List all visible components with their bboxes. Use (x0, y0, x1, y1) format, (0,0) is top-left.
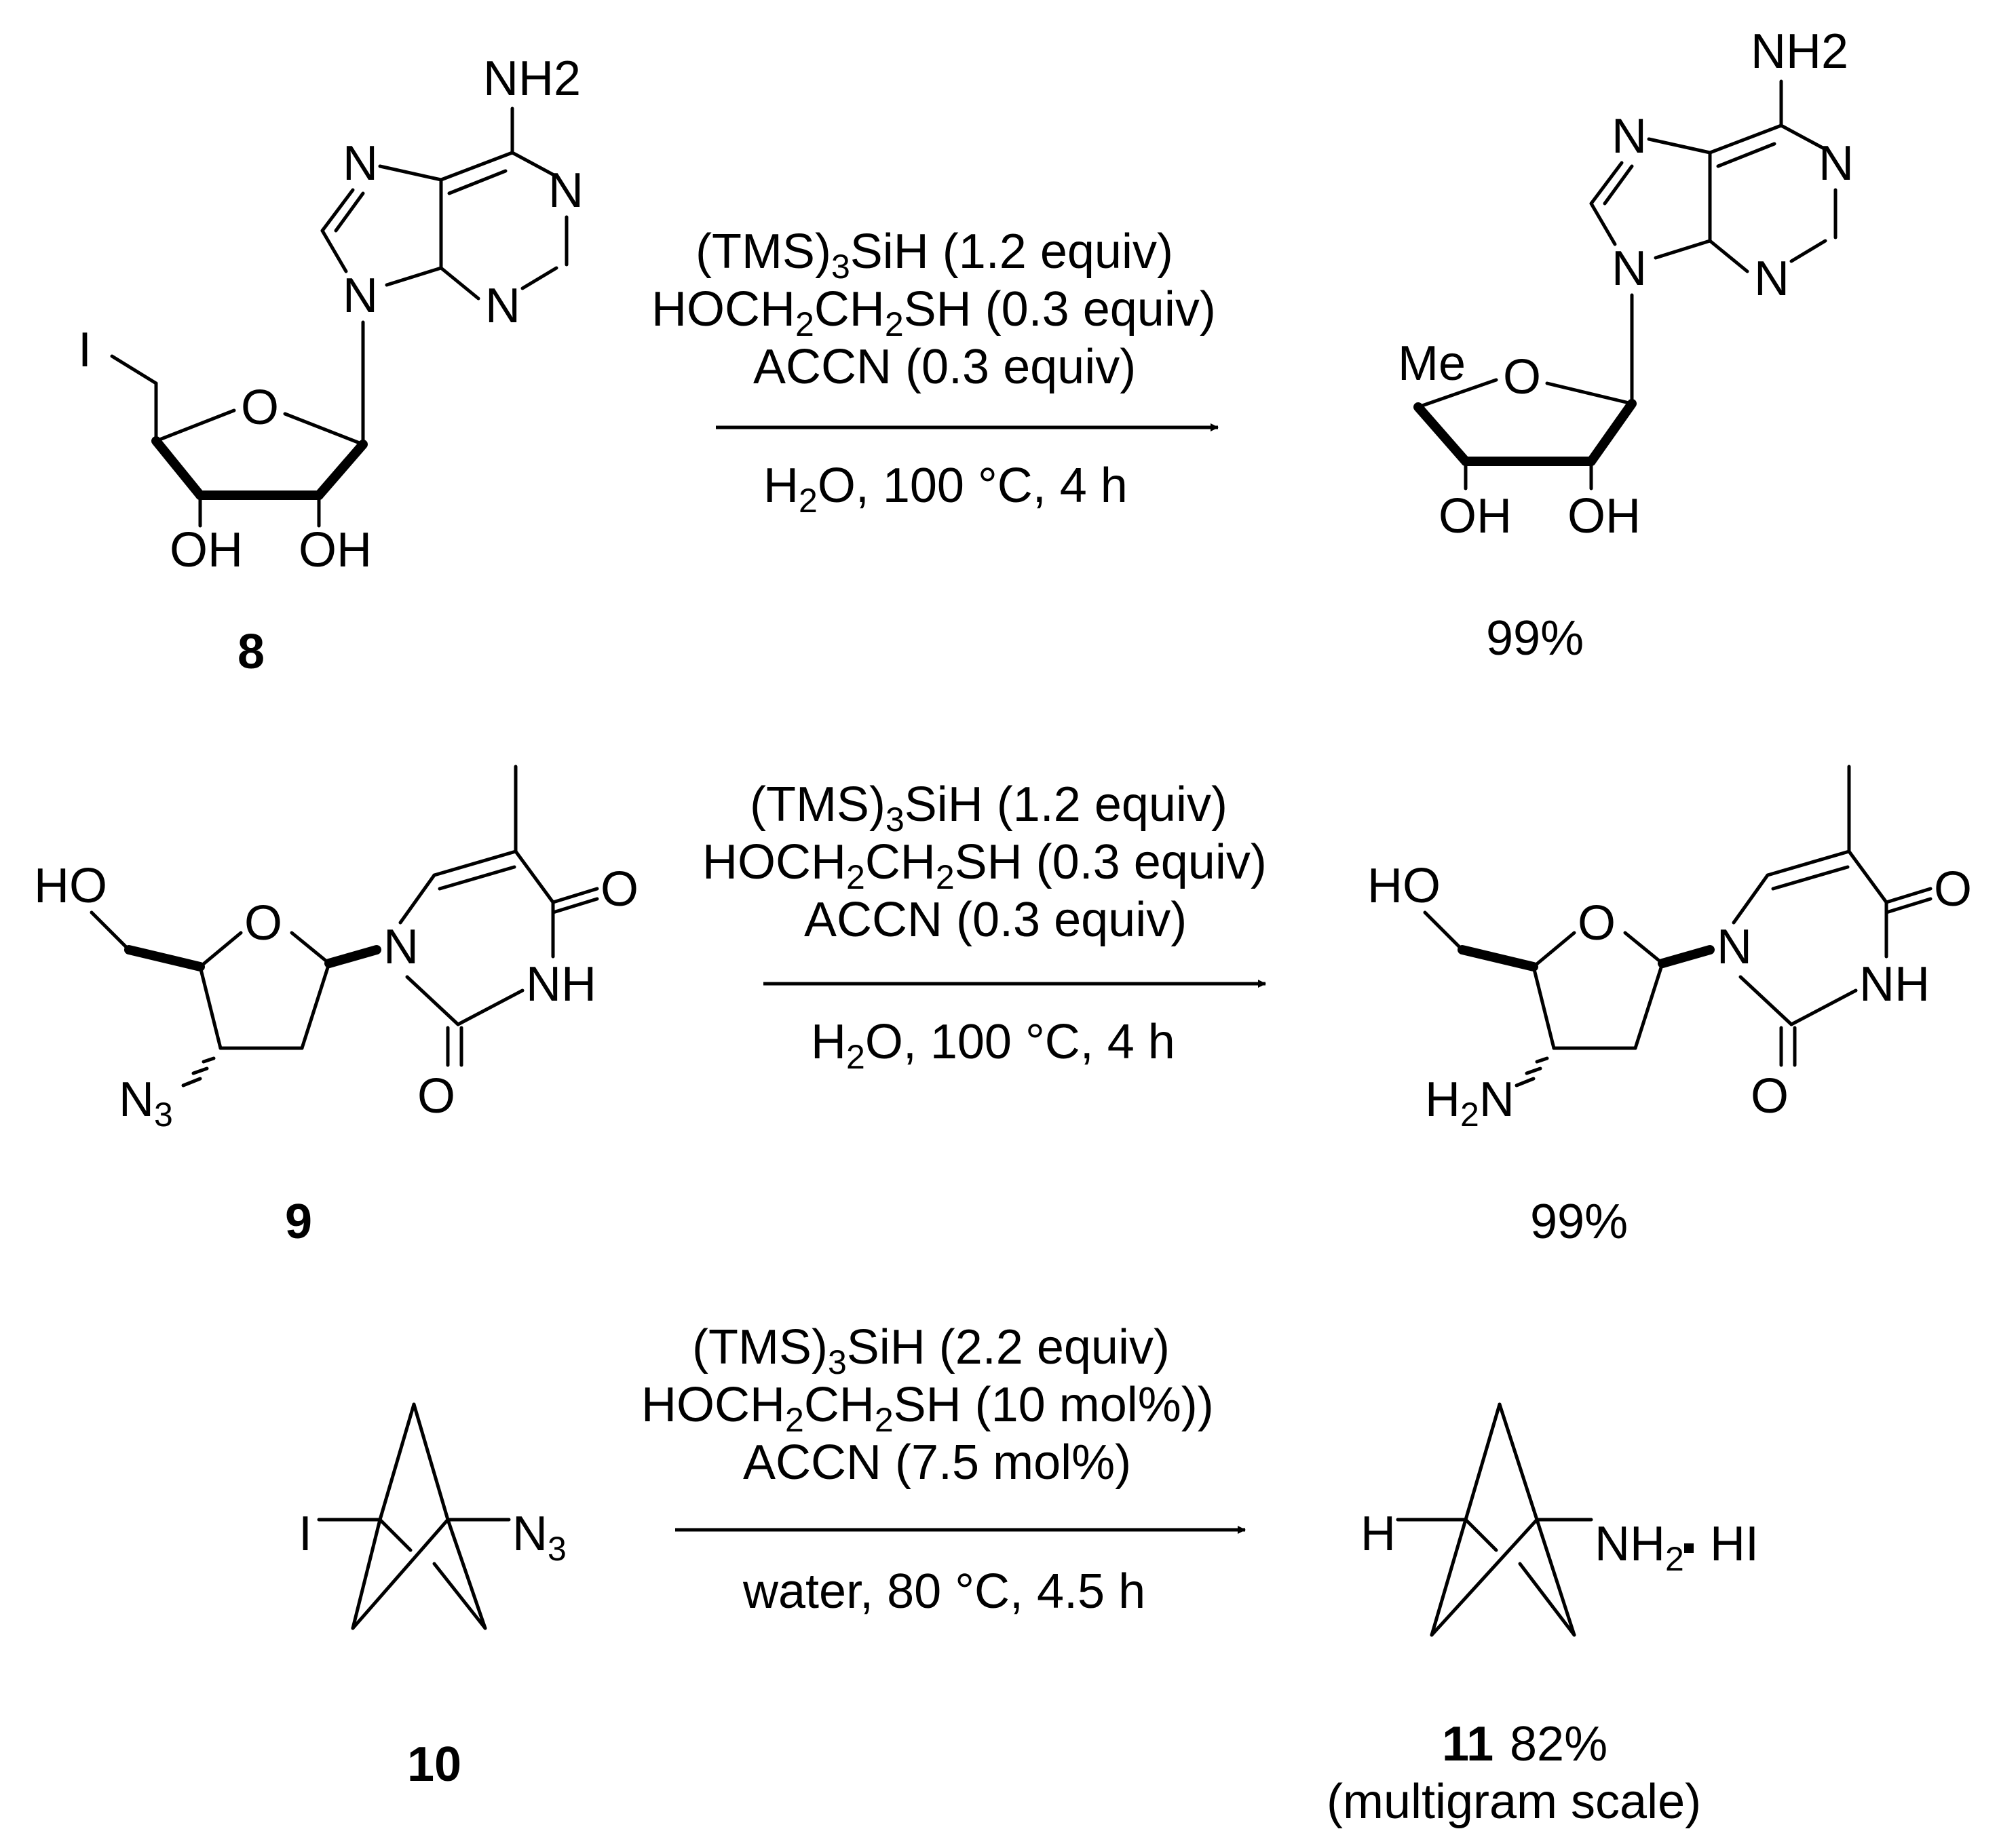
atom-o: O (417, 1069, 455, 1123)
condition-line: HOCH2CH2SH (0.3 equiv) (702, 835, 1267, 896)
atom-o: O (244, 896, 282, 950)
product-2-structure: HO O H2N N O NH O (1367, 765, 1972, 1134)
condition-below: H2O, 100 °C, 4 h (811, 1015, 1175, 1076)
atom-oh: OH (1567, 489, 1641, 543)
atom-n: N (1819, 136, 1854, 191)
atom-n: N (1717, 920, 1752, 974)
condition-line: HOCH2CH2SH (0.3 equiv) (651, 282, 1216, 343)
yield-1: 99% (1486, 611, 1584, 666)
condition-line: ACCN (0.3 equiv) (804, 893, 1187, 947)
atom-n3: N3 (512, 1507, 567, 1568)
atom-ho: HO (1367, 859, 1441, 913)
atom-ho: HO (34, 859, 107, 913)
yield-2: 99% (1530, 1195, 1628, 1249)
atom-n: N (343, 136, 378, 191)
compound-10-structure: I N3 (299, 1402, 567, 1630)
atom-n: N (343, 269, 378, 323)
atom-nh2: NH2 (1595, 1517, 1684, 1578)
atom-o: O (241, 381, 279, 435)
atom-me: Me (1398, 336, 1466, 391)
atom-o: O (1578, 896, 1616, 950)
condition-line: (TMS)3SiH (1.2 equiv) (696, 225, 1173, 286)
atom-nh2: NH2 (483, 52, 581, 106)
compound-9-structure: HO O N3 N O NH O (34, 765, 639, 1134)
atom-nh2: NH2 (1751, 24, 1848, 79)
atom-n: N (485, 279, 520, 333)
compound-label-10: 10 (407, 1737, 461, 1792)
atom-o: O (1503, 350, 1541, 404)
product-1-structure: NH2 N N N N O OH OH Me (1398, 24, 1854, 543)
atom-o: O (1751, 1069, 1789, 1123)
atom-h2n: H2N (1425, 1073, 1515, 1134)
atom-n: N (1754, 252, 1789, 306)
atom-iodo: I (78, 323, 92, 377)
atom-n: N (1612, 109, 1647, 163)
atom-oh: OH (1439, 489, 1512, 543)
atom-n: N (1612, 242, 1647, 296)
atom-oh: OH (170, 523, 243, 577)
condition-line: (TMS)3SiH (2.2 equiv) (692, 1320, 1170, 1381)
compound-label-9: 9 (285, 1195, 312, 1249)
atom-nh: NH (1859, 957, 1930, 1012)
atom-oh: OH (299, 523, 372, 577)
product-11-structure: H NH2 HI (1360, 1402, 1759, 1637)
yield-3: 82% (1510, 1717, 1607, 1771)
atom-n: N (383, 920, 419, 974)
condition-line: ACCN (0.3 equiv) (753, 340, 1136, 394)
atom-n3: N3 (119, 1073, 173, 1134)
atom-o: O (1934, 862, 1972, 917)
condition-line: ACCN (7.5 mol%) (743, 1436, 1131, 1490)
compound-8-structure: NH2 N N N N O OH OH I (78, 52, 584, 577)
condition-below: water, 80 °C, 4.5 h (742, 1564, 1145, 1619)
scale-note: (multigram scale) (1327, 1775, 1701, 1829)
atom-hi: HI (1710, 1517, 1759, 1571)
atom-iodo: I (299, 1507, 312, 1561)
atom-o: O (601, 862, 639, 917)
compound-label-8: 8 (237, 625, 265, 679)
condition-below: H2O, 100 °C, 4 h (763, 459, 1128, 520)
atom-n: N (548, 163, 584, 218)
condition-line: (TMS)3SiH (1.2 equiv) (750, 777, 1227, 839)
atom-h: H (1360, 1507, 1396, 1561)
condition-line: HOCH2CH2SH (10 mol%)) (641, 1378, 1214, 1439)
compound-label-11: 11 (1442, 1717, 1493, 1771)
salt-dot (1684, 1543, 1694, 1553)
atom-nh: NH (526, 957, 596, 1012)
